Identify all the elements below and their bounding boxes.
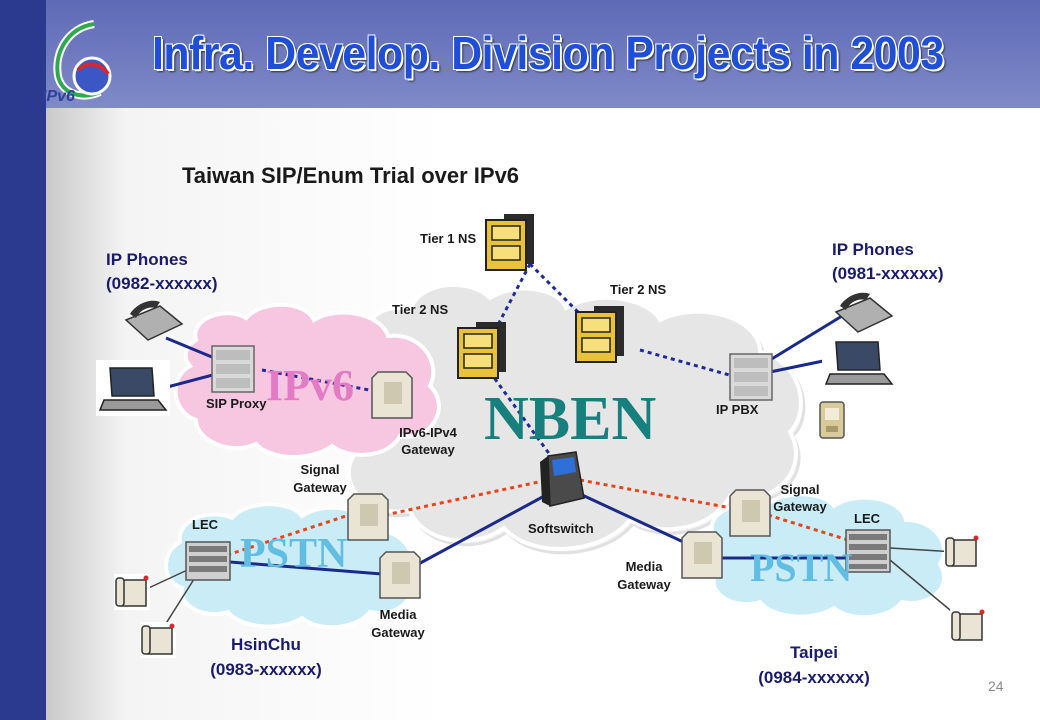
ipv6-cloud-label: IPv6 (266, 361, 354, 410)
tier2-ns-right-icon (575, 306, 624, 363)
tier2-ns-right-label: Tier 2 NS (610, 282, 667, 297)
sip-proxy-label: SIP Proxy (206, 396, 267, 411)
signal-gateway-left-icon (347, 493, 389, 541)
ipv6-cloud (173, 302, 441, 459)
lec-right-icon (845, 529, 891, 573)
softswitch-icon (540, 451, 585, 507)
hsinchu-label: HsinChu (0983-xxxxxx) (190, 632, 342, 682)
ip-phones-left-label: IP Phones (0982-xxxxxx) (106, 248, 218, 296)
taipei-line1: Taipei (790, 643, 838, 662)
media-gateway-right-label: Media Gateway (604, 558, 684, 594)
ip-phone-left-icon (124, 300, 184, 341)
lec-right-label: LEC (854, 511, 880, 526)
hsinchu-line1: HsinChu (231, 635, 301, 654)
ipv6-ipv4-gateway-label: IPv6-IPv4 Gateway (388, 424, 468, 458)
page-number: 24 (988, 678, 1004, 694)
ip-pbx-icon (729, 353, 773, 401)
hsinchu-line2: (0983-xxxxxx) (210, 660, 322, 679)
pda-icon (819, 401, 845, 439)
laptop-left-icon (96, 360, 170, 416)
ip-phone-right-icon (834, 292, 894, 333)
signal-links (211, 478, 849, 562)
ip-phones-right-line2: (0981-xxxxxx) (832, 264, 944, 283)
laptop-right-icon (822, 334, 896, 390)
lec-left-label: LEC (192, 517, 218, 532)
media-gateway-right-label-line2: Gateway (617, 577, 671, 592)
tier2-ns-left-icon (457, 322, 506, 379)
ipv6-logo: IPv6 (34, 18, 130, 108)
slide-title: Infra. Develop. Division Projects in 200… (152, 27, 944, 79)
signal-gateway-left-label: Signal Gateway (280, 461, 360, 497)
lec-left-icon (185, 541, 231, 581)
nben-cloud-label: NBEN (484, 385, 657, 453)
tier1-ns-icon (485, 214, 534, 271)
pstn-right-cloud-label: PSTN (750, 545, 853, 590)
signal-gateway-left-label-line2: Gateway (293, 480, 347, 495)
taipei-label: Taipei (0984-xxxxxx) (738, 640, 890, 690)
softswitch-label: Softswitch (528, 521, 594, 536)
media-gateway-left-label-line2: Gateway (371, 625, 425, 640)
desk-phone-left-2-icon (140, 622, 176, 658)
signal-gateway-left-label-line1: Signal (300, 462, 340, 477)
ipv6-ipv4-gateway-label-line2: Gateway (401, 442, 455, 457)
media-gateway-left-icon (379, 551, 421, 599)
tier1-ns-label: Tier 1 NS (420, 231, 477, 246)
desk-phone-right-1-icon (944, 534, 980, 570)
signal-gateway-right-label-line1: Signal (780, 482, 820, 497)
tier2-ns-left-label: Tier 2 NS (392, 302, 449, 317)
desk-phone-right-2-icon (950, 608, 986, 644)
ip-phones-right-line1: IP Phones (832, 240, 914, 259)
media-gateway-right-label-line1: Media (625, 559, 663, 574)
pstn-left-cloud-label: PSTN (240, 531, 348, 577)
sip-proxy-icon (211, 345, 255, 393)
logo-text: IPv6 (42, 88, 75, 105)
ip-phones-left-line2: (0982-xxxxxx) (106, 274, 218, 293)
signal-gateway-right-icon (729, 489, 771, 537)
header-banner (46, 0, 1040, 108)
ipv6-logo-icon (53, 20, 112, 100)
left-bar (0, 0, 46, 720)
taipei-line2: (0984-xxxxxx) (758, 668, 870, 687)
ip-pbx-label: IP PBX (716, 402, 759, 417)
nben-cloud (332, 282, 806, 555)
ip-phones-right-label: IP Phones (0981-xxxxxx) (832, 238, 944, 286)
ipv6-ipv4-gateway-label-line1: IPv6-IPv4 (399, 425, 457, 440)
signal-gateway-right-label: Signal Gateway (760, 481, 840, 515)
signal-gateway-right-label-line2: Gateway (773, 499, 827, 514)
ip-phones-left-line1: IP Phones (106, 250, 188, 269)
media-gateway-right-icon (681, 531, 723, 579)
ipv6-ipv4-gateway-icon (371, 371, 413, 419)
media-gateway-left-label: Media Gateway (358, 606, 438, 642)
slide-subtitle: Taiwan SIP/Enum Trial over IPv6 (182, 163, 520, 188)
desk-phone-left-1-icon (114, 574, 150, 610)
media-gateway-left-label-line1: Media (379, 607, 417, 622)
